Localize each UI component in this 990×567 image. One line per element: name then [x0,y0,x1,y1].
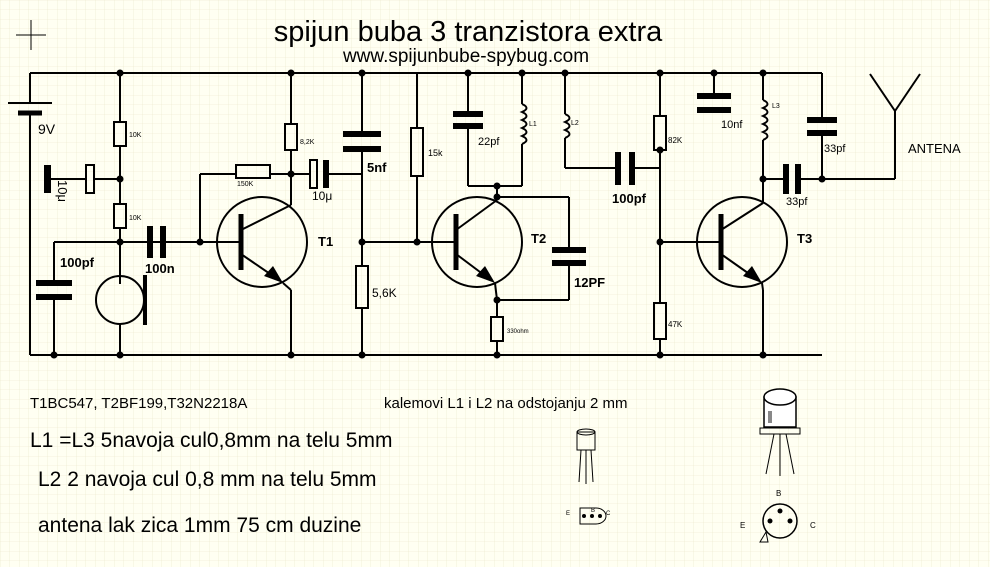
capacitor-100pf-mid [615,152,635,185]
website-url: www.spijunbube-spybug.com [342,46,589,67]
capacitor-10nf [697,93,731,113]
capacitor-33pf-top [807,117,837,136]
resistor-15k-label: 15k [428,148,443,158]
capacitor-10u-mid [309,159,329,189]
transistor-t3-label: T3 [797,231,812,246]
to92-package-icon [576,428,596,484]
note-coils: kalemovi L1 i L2 na odstojanju 2 mm [384,395,627,412]
to92-pinout-icon [579,507,607,525]
transistor-t3 [696,196,788,288]
capacitor-5nf-label: 5nf [367,160,387,175]
capacitor-22pf-label: 22pf [478,136,500,148]
to92-pin-c: C [606,511,611,517]
note-transistors: T1BC547, T2BF199,T32N2218A [30,395,247,412]
transistor-t2-label: T2 [531,231,546,246]
capacitor-12pf [552,247,586,266]
antenna-icon [869,73,921,179]
capacitor-10u-left [44,164,101,194]
inductor-l2-label: L2 [571,120,579,127]
capacitor-33pf-top-label: 33pf [824,143,846,155]
capacitor-100pf-left-label: 100pf [60,255,95,270]
resistor-10k-top-label: 10K [129,132,142,139]
to92-pin-e: E [566,511,570,517]
resistor-5k6-label: 5,6K [372,286,397,300]
inductor-l3 [760,99,769,141]
capacitor-5nf [343,131,381,152]
resistor-47k-label: 47K [668,320,683,329]
to39-package-icon [759,388,801,476]
inductor-l3-label: L3 [772,103,780,110]
capacitor-10u-left-label: 10μ [55,180,70,202]
capacitor-100pf-mid-label: 100pf [612,191,647,206]
resistor-150k-label: 150K [237,181,254,188]
capacitor-10nf-label: 10nf [721,119,743,131]
resistor-330ohm-label: 330ohm [507,329,529,335]
resistor-10k-bottom-label: 10K [129,215,142,222]
to39-pin-b: B [776,489,781,498]
transistor-t1-label: T1 [318,234,333,249]
capacitor-10u-mid-label: 10μ [312,189,332,203]
transistor-t1 [216,196,308,288]
microphone-icon [95,275,147,355]
capacitor-100pf-left [36,280,72,300]
note-line1: L1 =L3 5navoja cul0,8mm na telu 5mm [30,429,392,452]
capacitor-33pf-bottom-label: 33pf [786,196,808,208]
capacitor-33pf-bottom [783,164,801,194]
resistor-82k-label: 82K [668,136,683,145]
resistor-8k2-label: 8,2K [300,139,315,146]
inductor-l2 [562,113,571,139]
to92-pin-b: B [591,508,595,514]
resistor-150k [235,164,271,179]
resistor-8k2 [284,123,298,151]
note-line2: L2 2 navoja cul 0,8 mm na telu 5mm [38,468,377,491]
battery-9v [8,73,52,355]
to39-pinout-icon [759,503,798,543]
capacitor-100n-label: 100n [145,261,175,276]
inductor-l1 [519,103,528,145]
note-line3: antena lak zica 1mm 75 cm duzine [38,514,361,537]
to39-pin-e: E [740,521,745,530]
inductor-l1-label: L1 [529,121,537,128]
capacitor-12pf-label: 12PF [574,275,605,290]
to39-pin-c: C [810,521,816,530]
junction-dots [50,69,826,359]
capacitor-22pf [453,111,483,129]
battery-label: 9V [38,121,56,137]
transistor-t2 [431,196,523,288]
antenna-label: ANTENA [908,141,961,156]
diagram-title: spijun buba 3 tranzistora extra [274,16,663,48]
crosshair-icon [16,20,46,50]
